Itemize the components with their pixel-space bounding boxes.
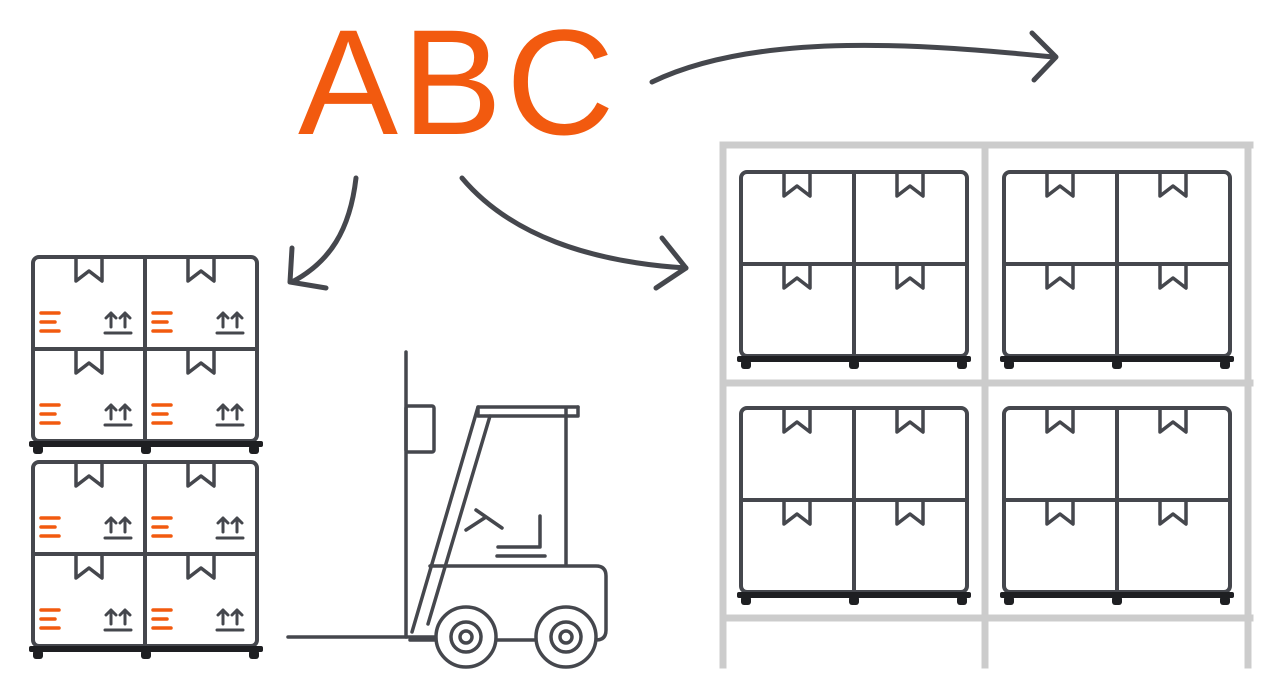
pallet-board [29, 646, 263, 652]
pallet-foot [141, 650, 151, 659]
pallet-foot [141, 445, 151, 454]
arrow-line-right [459, 175, 689, 271]
pallet-foot [33, 445, 43, 454]
box-tape-icon [895, 264, 925, 290]
box-tape-icon [1045, 264, 1075, 290]
pallet-foot [1112, 360, 1122, 369]
pallet-foot [249, 650, 259, 659]
box-tape-icon [74, 257, 104, 283]
forklift-rear-axle [558, 629, 574, 645]
box-tape-icon [895, 408, 925, 434]
fragile-label-icon [151, 516, 173, 538]
pallet-foot [249, 445, 259, 454]
this-side-up-arrows-icon [103, 311, 133, 335]
forklift-steering-wheel [464, 508, 504, 532]
box-tape-icon [74, 349, 104, 375]
pallet-foot [1004, 596, 1014, 605]
forklift-seat [495, 514, 547, 558]
box-tape-icon [782, 500, 812, 526]
this-side-up-arrows-icon [103, 516, 133, 540]
arrows-group [287, 30, 1059, 291]
pallet-foot [957, 360, 967, 369]
box-tape-icon [74, 462, 104, 488]
pallet-foot [849, 596, 859, 605]
arrow-head-top [1029, 30, 1059, 83]
box-tape-icon [186, 554, 216, 580]
forklift-front-axle [458, 629, 474, 645]
fragile-label-icon [151, 311, 173, 333]
box-dividers [1002, 406, 1232, 594]
forklift-carriage [404, 404, 436, 454]
forklift-rear-wheel [534, 605, 598, 669]
box-tape-icon [895, 172, 925, 198]
pallet-foot [1004, 360, 1014, 369]
pallet-foot [741, 360, 751, 369]
box-tape-icon [782, 408, 812, 434]
pallet-foot [1220, 596, 1230, 605]
box-tape-icon [782, 172, 812, 198]
box-tape-icon [1158, 500, 1188, 526]
fragile-label-icon [39, 311, 61, 333]
pallet-board [29, 441, 263, 447]
pallet-foot [1220, 360, 1230, 369]
forklift-roof [476, 405, 580, 418]
pallet-foot [957, 596, 967, 605]
shelving-rack-icon [719, 141, 1254, 669]
pallet-board [1000, 356, 1234, 362]
box-dividers [1002, 170, 1232, 358]
this-side-up-arrows-icon [215, 516, 245, 540]
fragile-label-icon [151, 403, 173, 425]
box-tape-icon [1045, 172, 1075, 198]
arrow-line-left [289, 175, 359, 285]
fragile-label-icon [39, 516, 61, 538]
fragile-label-icon [151, 608, 173, 630]
box-tape-icon [782, 264, 812, 290]
box-tape-icon [186, 349, 216, 375]
box-tape-icon [186, 462, 216, 488]
pallet-foot [1112, 596, 1122, 605]
fragile-label-icon [39, 608, 61, 630]
forklift-icon [286, 350, 608, 669]
fragile-label-icon [39, 403, 61, 425]
box-tape-icon [74, 554, 104, 580]
box-tape-icon [1158, 264, 1188, 290]
pallet-foot [849, 360, 859, 369]
pallet-stack-left [29, 255, 263, 659]
box-tape-icon [1158, 408, 1188, 434]
this-side-up-arrows-icon [103, 403, 133, 427]
box-dividers [31, 255, 259, 443]
pallet-board [737, 356, 971, 362]
box-tape-icon [1158, 172, 1188, 198]
box-dividers [739, 406, 969, 594]
box-tape-icon [895, 500, 925, 526]
this-side-up-arrows-icon [103, 608, 133, 632]
forklift-front-hub [449, 620, 483, 654]
this-side-up-arrows-icon [215, 608, 245, 632]
box-tape-icon [1045, 500, 1075, 526]
forklift-body [408, 564, 608, 642]
forklift-rear-hub [549, 620, 583, 654]
box-dividers [739, 170, 969, 358]
box-tape-icon [1045, 408, 1075, 434]
forklift-front-wheel [434, 605, 498, 669]
arrow-line-top [649, 42, 1057, 85]
forklift-overhead-guard [410, 405, 580, 634]
abc-label: ABC [298, 0, 619, 166]
box-tape-icon [186, 257, 216, 283]
arrow-head-left [287, 245, 329, 291]
pallet-board [737, 592, 971, 598]
arrow-head-right [653, 235, 689, 291]
pallet-foot [741, 596, 751, 605]
pallet-board [1000, 592, 1234, 598]
this-side-up-arrows-icon [215, 311, 245, 335]
box-dividers [31, 460, 259, 648]
this-side-up-arrows-icon [215, 403, 245, 427]
pallet-foot [33, 650, 43, 659]
